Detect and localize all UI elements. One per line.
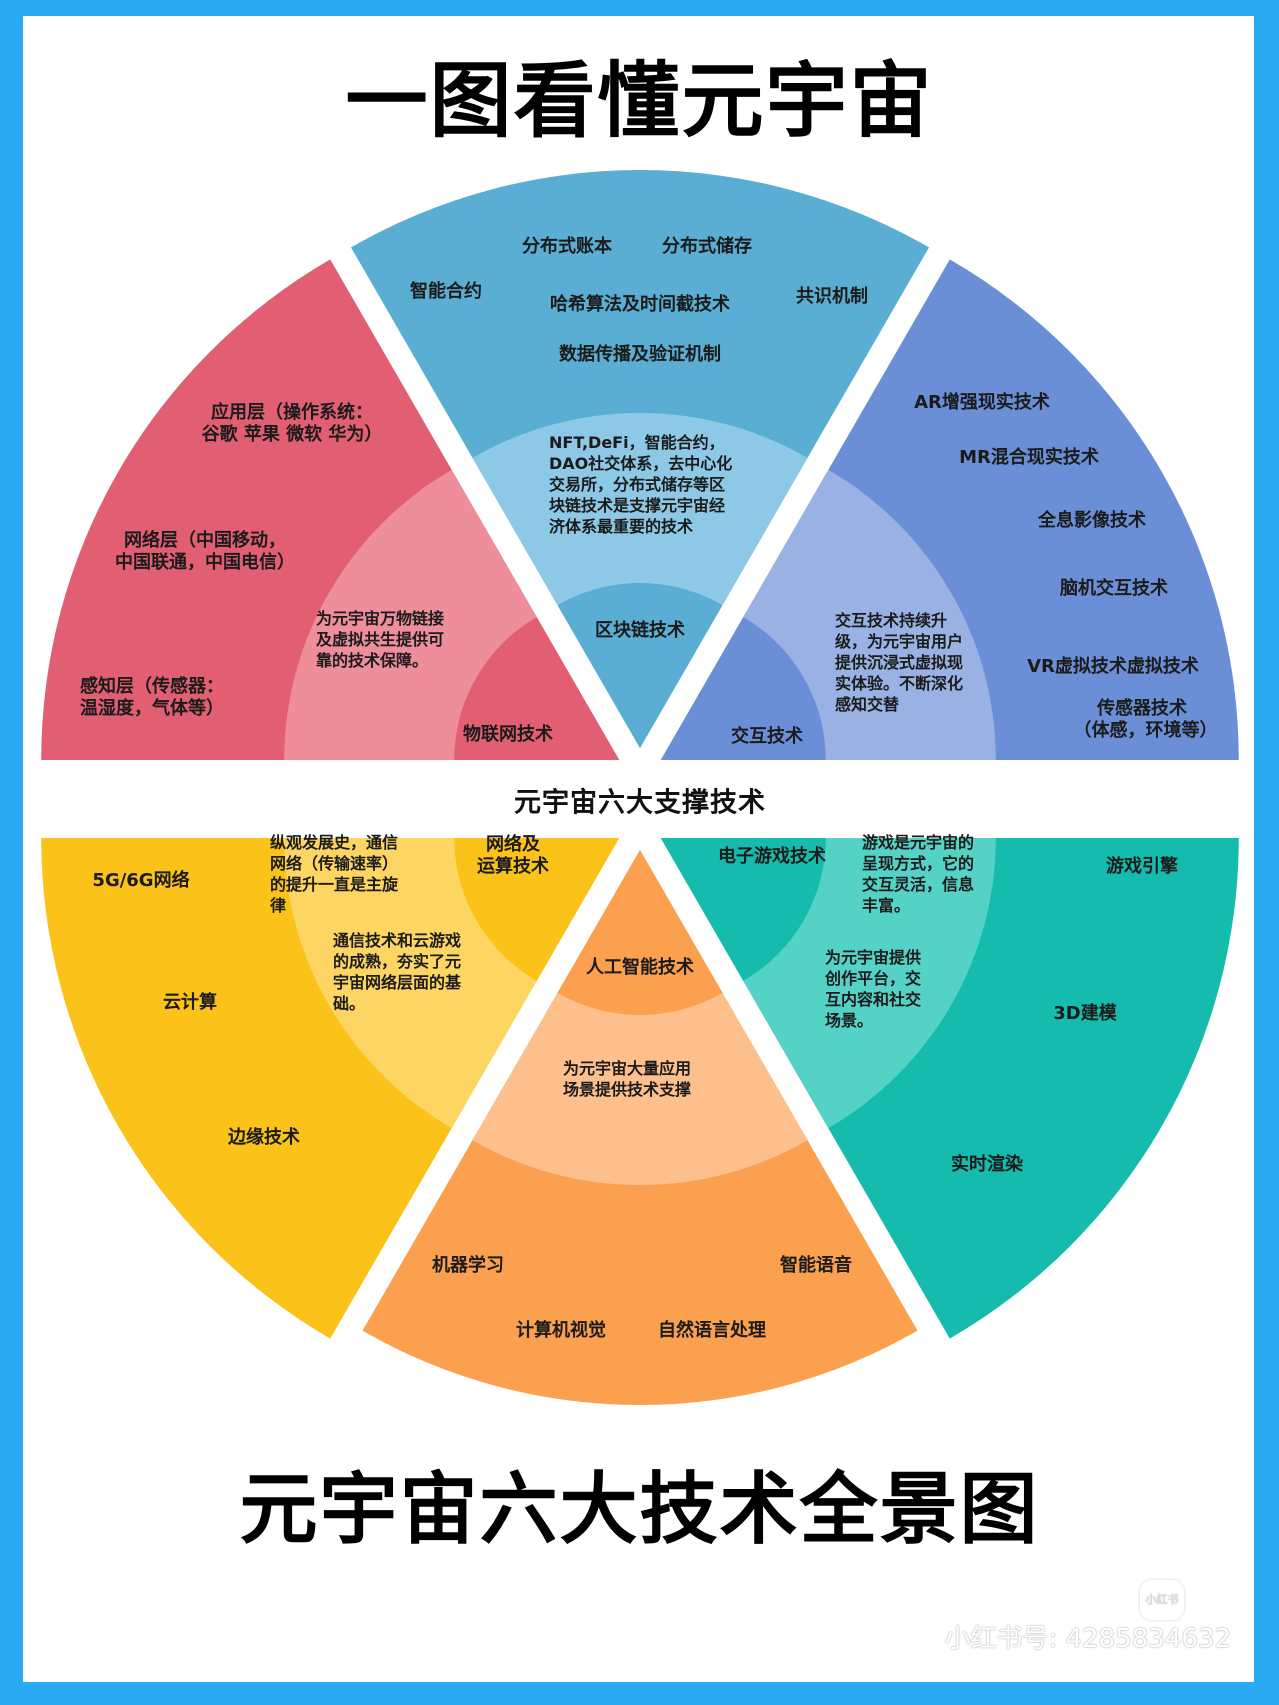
- ai-description: 为元宇宙大量应用 场景提供技术支撑: [563, 1059, 692, 1099]
- interaction-item-ar: AR增强现实技术: [914, 392, 1050, 413]
- blockchain-item-smart-contract: 智能合约: [410, 281, 482, 302]
- network-item-cloud: 云计算: [163, 992, 217, 1013]
- segment-iot: [41, 259, 620, 760]
- blockchain-item-hash: 哈希算法及时间截技术: [550, 294, 730, 315]
- ai-name: 人工智能技术: [586, 957, 694, 978]
- interaction-inner: [660, 617, 826, 760]
- blockchain-item-distributed-ledger: 分布式账本: [522, 236, 612, 257]
- ai-inner: [557, 850, 723, 1015]
- blockchain-item-data-propagation: 数据传播及验证机制: [559, 344, 721, 365]
- blockchain-item-consensus: 共识机制: [796, 286, 868, 307]
- interaction-name: 交互技术: [731, 726, 803, 747]
- iot-item-application-layer: 应用层（操作系统： 谷歌 苹果 微软 华为）: [201, 402, 383, 445]
- game-name: 电子游戏技术: [718, 846, 826, 867]
- segment-interaction: [660, 259, 1239, 760]
- ai-item-computer-vision: 计算机视觉: [516, 1320, 606, 1341]
- game-item-3d-modeling: 3D建模: [1053, 1003, 1117, 1024]
- network-description-2: 通信技术和云游戏 的成熟，夯实了元 宇宙网络层面的基 础。: [333, 931, 462, 1013]
- interaction-description: 交互技术持续升 级，为元宇宙用户 提供沉浸式虚拟现 实体验。不断深化 感知交替: [835, 611, 964, 714]
- watermark-logo: 小红书: [1140, 1580, 1184, 1620]
- ai-item-machine-learning: 机器学习: [432, 1255, 504, 1276]
- iot-item-perception-layer: 感知层（传感器： 温湿度，气体等）: [80, 676, 224, 719]
- bottom-title: 元宇宙六大技术全景图: [239, 1465, 1040, 1555]
- watermark-id: 小红书号: 4285834632: [944, 1624, 1231, 1654]
- network-item-edge: 边缘技术: [228, 1127, 300, 1148]
- interaction-item-holography: 全息影像技术: [1038, 510, 1146, 531]
- ai-mid: [472, 850, 808, 1185]
- blockchain-description: NFT,DeFi，智能合约， DAO社交体系，去中心化 交易所，分布式储存等区 …: [549, 433, 733, 536]
- iot-item-network-layer: 网络层（中国移动， 中国联通，中国电信）: [115, 530, 295, 573]
- interaction-item-bci: 脑机交互技术: [1060, 578, 1168, 599]
- page-title: 一图看懂元宇宙: [345, 54, 934, 149]
- segment-game: [660, 838, 1239, 1339]
- segment-ai: [362, 850, 918, 1405]
- blockchain-mid: [472, 412, 808, 748]
- blockchain-name: 区块链技术: [595, 620, 685, 641]
- ai-item-smart-voice: 智能语音: [780, 1255, 852, 1276]
- network-description-1: 纵观发展史，通信 网络（传输速率） 的提升一直是主旋 律: [270, 833, 399, 915]
- center-label: 元宇宙六大支撑技术: [514, 787, 766, 819]
- iot-description: 为元宇宙万物链接 及虚拟共生提供可 靠的技术保障。: [316, 609, 445, 670]
- iot-name: 物联网技术: [463, 724, 553, 745]
- interaction-item-sensor: 传感器技术 （体感，环境等）: [1073, 698, 1218, 741]
- game-description-1: 游戏是元宇宙的 呈现方式，它的 交互灵活，信息 丰富。: [862, 833, 975, 915]
- network-item-5g6g: 5G/6G网络: [92, 870, 190, 891]
- interaction-item-mr: MR混合现实技术: [959, 447, 1099, 468]
- iot-inner: [454, 617, 620, 760]
- network-inner: [454, 838, 620, 981]
- segment-network: [41, 838, 620, 1339]
- ai-item-nlp: 自然语言处理: [658, 1320, 766, 1341]
- game-inner: [660, 838, 826, 981]
- blockchain-inner: [557, 583, 723, 748]
- game-item-engine: 游戏引擎: [1106, 856, 1178, 877]
- blockchain-item-distributed-storage: 分布式储存: [662, 236, 752, 257]
- game-description-2: 为元宇宙提供 创作平台，交 互内容和社交 场景。: [825, 948, 922, 1030]
- interaction-item-vr: VR虚拟技术虚拟技术: [1027, 656, 1199, 677]
- game-item-realtime-rendering: 实时渲染: [951, 1154, 1023, 1175]
- segment-blockchain: [351, 169, 929, 748]
- network-name: 网络及 运算技术: [477, 834, 549, 877]
